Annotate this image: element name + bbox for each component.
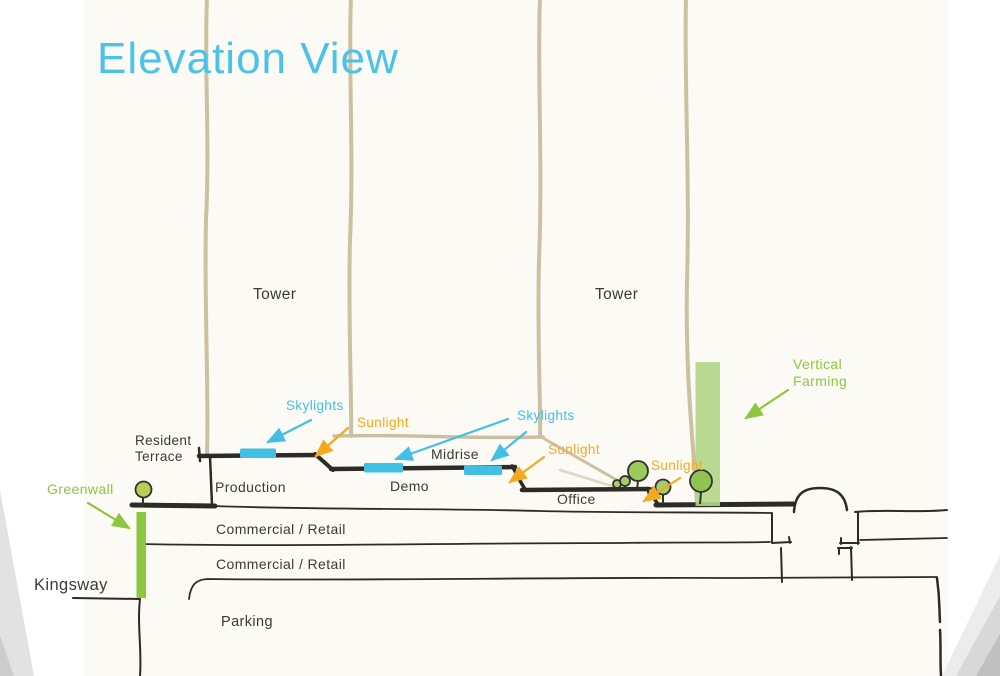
main-floor-line <box>213 505 772 514</box>
tree-icon <box>134 480 153 506</box>
commercial1-floor-line <box>141 541 771 547</box>
greenwall-bar <box>136 512 146 598</box>
tree-icon <box>612 460 649 491</box>
door-jamb-1 <box>771 512 792 544</box>
ground-line-right <box>653 501 796 508</box>
skylights1-arrow <box>266 418 313 444</box>
label-office: Office <box>557 491 596 507</box>
label-parking: Parking <box>221 614 273 630</box>
label-commercial-retail-1: Commercial / Retail <box>216 521 346 537</box>
kingsway-road-line <box>72 597 141 600</box>
tower-line-4 <box>683 0 699 506</box>
label-vertical-farming: Vertical Farming <box>793 356 848 389</box>
label-sunlight-3: Sunlight <box>651 458 703 473</box>
terrace-ledge <box>129 502 218 509</box>
skylight-bar-demo-1 <box>364 463 403 473</box>
vertical-farming-arrow <box>744 388 790 420</box>
sunlight2-arrow <box>508 455 546 484</box>
midrise-diagonal <box>541 436 624 485</box>
midrise-crossbar <box>332 433 545 440</box>
label-tower-left: Tower <box>253 286 297 303</box>
skylights2-arrow-a <box>393 417 510 461</box>
label-kingsway: Kingsway <box>34 576 108 594</box>
production-left-wall <box>208 454 214 507</box>
callout-arrows <box>86 388 790 530</box>
entry-arch <box>792 486 849 514</box>
ground-line-far-right <box>854 509 948 513</box>
label-skylights-1: Skylights <box>286 398 344 413</box>
commercial1-floor-right <box>859 537 948 541</box>
office-roof-line <box>519 486 652 493</box>
label-production: Production <box>215 479 286 495</box>
door-jamb-2 <box>839 512 860 545</box>
label-skylights-2: Skylights <box>517 408 575 423</box>
label-commercial-retail-2: Commercial / Retail <box>216 556 346 572</box>
parking-left-wall <box>138 598 142 676</box>
label-demo: Demo <box>390 478 429 494</box>
skylight-bar-demo-2 <box>464 465 502 475</box>
tower-line-2 <box>347 0 354 438</box>
tower-line-1 <box>203 0 210 457</box>
skylight-bars <box>240 448 502 475</box>
label-sunlight-2: Sunlight <box>548 442 600 457</box>
sketch-paper-background <box>84 0 948 676</box>
skylight-bar-terrace <box>240 448 276 458</box>
label-greenwall: Greenwall <box>47 481 114 497</box>
midrise-diagonal-2 <box>558 468 617 489</box>
label-resident-terrace: Resident Terrace <box>135 433 192 464</box>
roof-step-2 <box>510 464 527 491</box>
sunlight3-arrow <box>642 476 682 503</box>
skylights2-arrow-b <box>490 430 528 462</box>
greenwall-arrow <box>86 501 131 530</box>
label-sunlight-1: Sunlight <box>357 415 409 430</box>
tower-lines <box>203 0 699 506</box>
label-midrise: Midrise <box>431 446 479 462</box>
right-outer-wall <box>935 576 943 676</box>
commercial2-floor-line <box>188 576 938 600</box>
door-jamb-3 <box>780 547 783 583</box>
tower-line-3 <box>536 0 543 439</box>
slide-title: Elevation View <box>97 34 399 83</box>
label-tower-right: Tower <box>595 286 639 303</box>
door-jamb-4 <box>837 546 853 581</box>
sunlight1-arrow <box>314 426 350 458</box>
